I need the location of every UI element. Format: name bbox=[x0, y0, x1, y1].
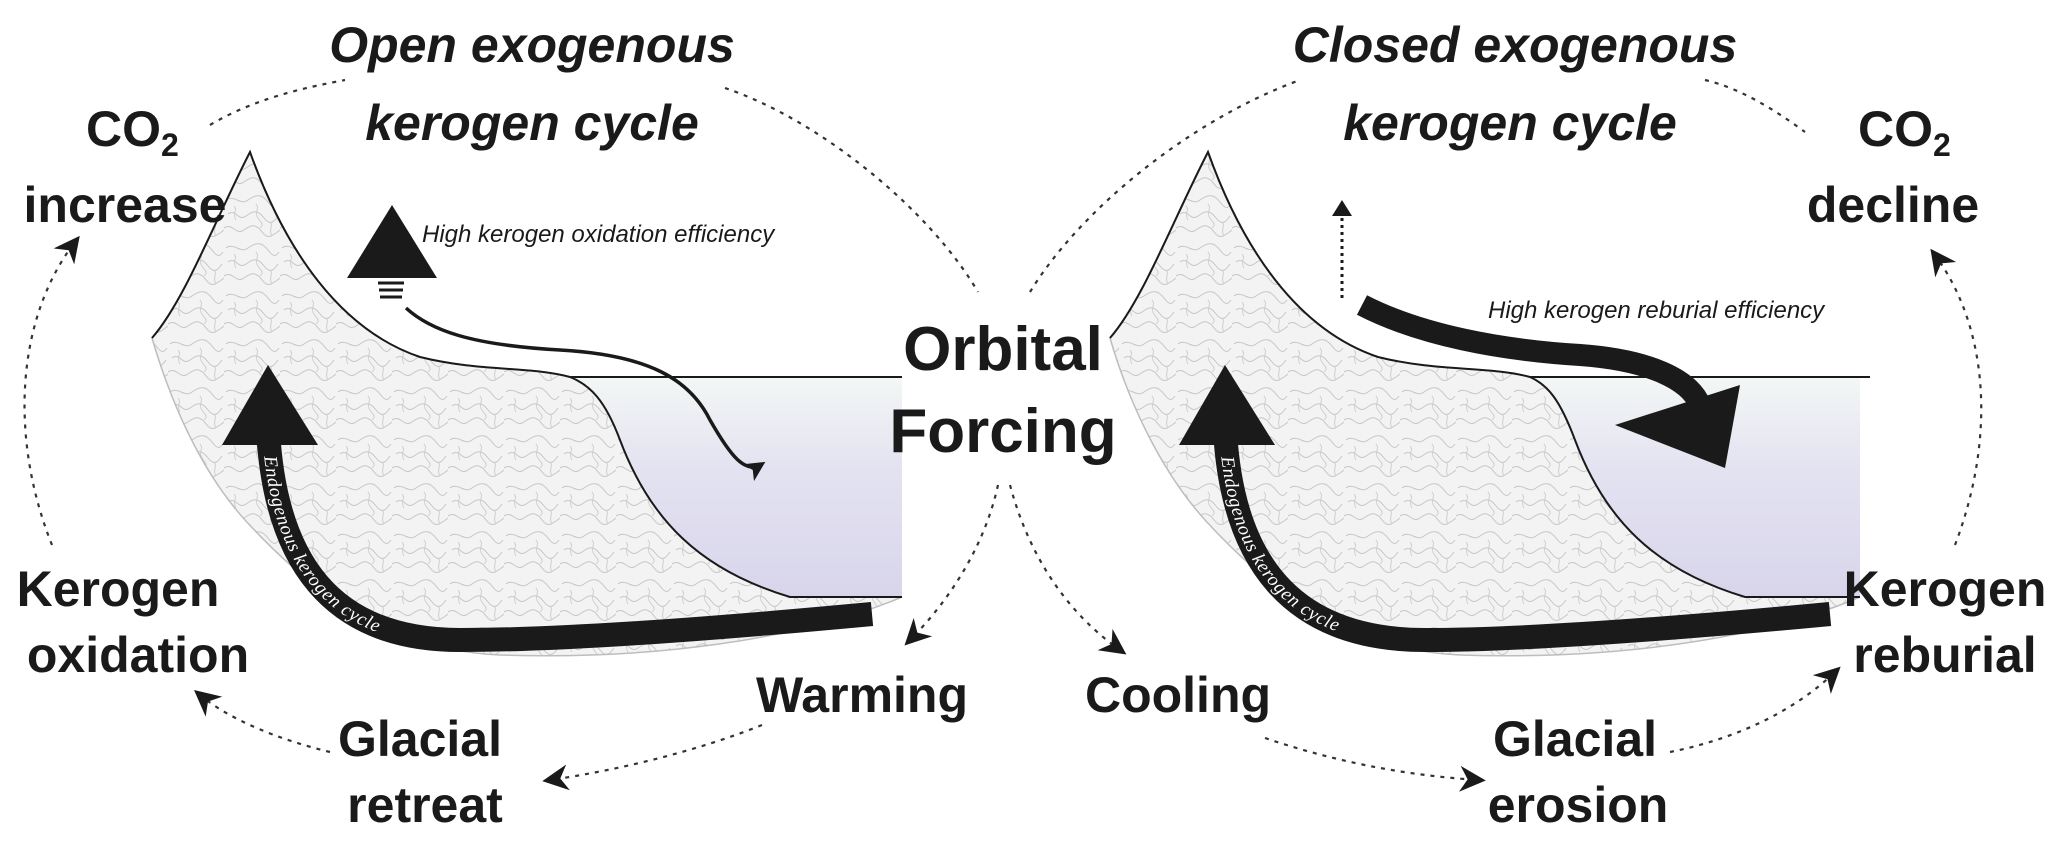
left-process-line1: Kerogen bbox=[17, 561, 220, 617]
right-cycle-erosion-to-reburial bbox=[1669, 666, 1841, 754]
right-cycle-reburial-to-co2 bbox=[1930, 248, 1983, 546]
right-coastline bbox=[1109, 149, 1860, 598]
left-title-line2: kerogen cycle bbox=[365, 95, 699, 151]
right-endogenous-arrowhead bbox=[1179, 365, 1275, 445]
left-coastline bbox=[151, 149, 902, 598]
left-glacial-line1: Glacial bbox=[338, 711, 502, 767]
left-climate-label: Warming bbox=[756, 667, 968, 723]
left-transport-arrow bbox=[404, 306, 766, 482]
left-glacial-line2: retreat bbox=[347, 777, 503, 833]
left-co2-subscript: 2 bbox=[161, 127, 179, 163]
left-panel: Endogenous kerogen cycle High kerogen ox… bbox=[17, 17, 1000, 833]
right-cycle-top bbox=[1029, 78, 1806, 293]
left-oxidation-arrowhead bbox=[347, 205, 437, 278]
right-reburial-arrowhead bbox=[1615, 385, 1740, 468]
right-sea bbox=[1530, 377, 1860, 597]
left-oxidation-stripes bbox=[378, 281, 404, 299]
left-process-line2: oxidation bbox=[27, 627, 249, 683]
right-cycle-cooling-to-erosion bbox=[1264, 736, 1486, 792]
right-co2-subscript: 2 bbox=[1933, 127, 1951, 163]
right-reburial-arrow bbox=[1356, 295, 1711, 410]
orbital-forcing-line2: Forcing bbox=[889, 397, 1116, 466]
right-glacial-line2: erosion bbox=[1488, 777, 1669, 833]
left-sea bbox=[570, 377, 902, 597]
left-cycle-orbital-to-warming bbox=[904, 484, 1000, 646]
left-title-line1: Open exogenous bbox=[329, 17, 735, 73]
right-process-line1: Kerogen bbox=[1844, 561, 2047, 617]
center: Orbital Forcing bbox=[889, 315, 1116, 466]
right-cycle-orbital-to-cooling bbox=[1008, 484, 1127, 655]
left-co2-change: increase bbox=[24, 177, 227, 233]
right-climate-label: Cooling bbox=[1085, 667, 1271, 723]
right-efficiency-note: High kerogen reburial efficiency bbox=[1488, 297, 1826, 324]
right-co2-change: decline bbox=[1807, 177, 1979, 233]
right-panel: Endogenous kerogen cycle High kerogen re… bbox=[1008, 17, 2047, 833]
left-cycle-retreat-to-oxidation bbox=[194, 690, 331, 754]
left-endogenous-arrowhead bbox=[222, 365, 318, 445]
left-co2-label: CO2 bbox=[86, 101, 179, 163]
right-co2-label: CO2 bbox=[1858, 101, 1951, 163]
right-weak-oxidation-arrowhead bbox=[1332, 200, 1352, 216]
left-endogenous-arrow bbox=[256, 429, 874, 653]
right-glacial-line1: Glacial bbox=[1493, 711, 1657, 767]
right-process-line2: reburial bbox=[1853, 627, 2036, 683]
left-cycle-oxidation-to-co2 bbox=[23, 235, 80, 546]
right-title-line1: Closed exogenous bbox=[1293, 17, 1738, 73]
left-cycle-top bbox=[209, 78, 979, 293]
left-cycle-warming-to-retreat bbox=[542, 723, 763, 791]
right-endogenous-arrow bbox=[1213, 429, 1832, 653]
orbital-forcing-line1: Orbital bbox=[903, 315, 1103, 384]
left-efficiency-note: High kerogen oxidation efficiency bbox=[422, 221, 776, 248]
right-title-line2: kerogen cycle bbox=[1343, 95, 1677, 151]
